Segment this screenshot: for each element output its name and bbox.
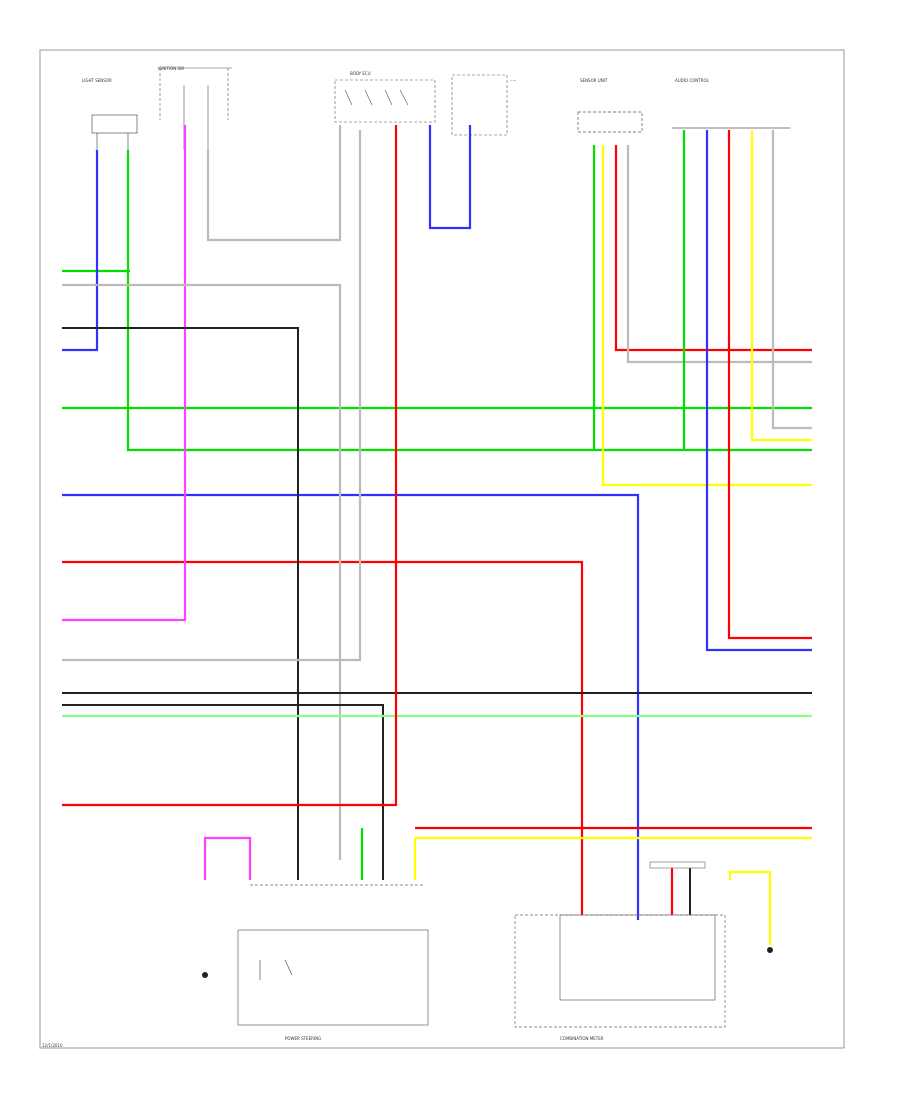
component-bottom-module-label: POWER STEERING — [285, 1036, 321, 1041]
component-left-sensor-label: LIGHT SENSOR — [82, 78, 112, 83]
wire-blue-left — [62, 150, 99, 352]
component-right-multi-label: AUDIO CONTROL — [675, 78, 710, 83]
wire-blue-right-2 — [705, 130, 812, 652]
wire-group — [62, 125, 812, 945]
wire-red-right-1 — [614, 145, 812, 352]
component-right-multi: AUDIO CONTROL — [672, 78, 790, 129]
wire-blue-long — [62, 493, 640, 920]
wire-red-lower — [62, 125, 398, 807]
wire-blue-top — [428, 125, 472, 230]
component-right-connector-label: SENSOR UNIT — [580, 78, 608, 83]
component-top-switch-label: IGNITION SW — [158, 66, 184, 71]
wire-yellow-br — [728, 870, 772, 945]
component-right-connector: SENSOR UNIT — [577, 78, 643, 133]
wire-gray-box — [206, 125, 342, 242]
wire-pink-left — [62, 125, 187, 622]
component-bottom-right-module-label: COMBINATION METER — [560, 1036, 604, 1041]
component-left-sensor: LIGHT SENSOR — [82, 78, 138, 150]
wire-pink-bottom — [203, 836, 252, 880]
component-top-relay: ····· — [451, 74, 516, 136]
wire-red-right-2 — [727, 130, 812, 640]
wire-black-left — [62, 327, 299, 880]
wire-yellow-right-1 — [601, 145, 812, 487]
wire-gray-right-2 — [771, 130, 812, 430]
component-bottom-module: POWER STEERING — [237, 884, 429, 1041]
wire-gray-top — [62, 283, 342, 860]
component-bottom-right-module: COMBINATION METER — [202, 861, 773, 1041]
diagram-border — [39, 49, 845, 1049]
component-top-center-switch-label: BODY ECU — [350, 71, 371, 76]
wire-gray-mid — [62, 130, 362, 662]
bottom-left-label: 12/1/2010 — [42, 1043, 63, 1048]
component-top-switch: IGNITION SW — [158, 66, 232, 150]
wire-gray-right-1 — [626, 145, 812, 364]
component-top-relay-text: ····· — [510, 78, 516, 83]
wire-black-2 — [62, 704, 384, 880]
wire-yellow-right-2 — [750, 130, 812, 442]
wire-red-mid — [62, 560, 584, 915]
wire-green-main — [126, 150, 812, 452]
component-top-center-switch: BODY ECU — [334, 71, 436, 123]
